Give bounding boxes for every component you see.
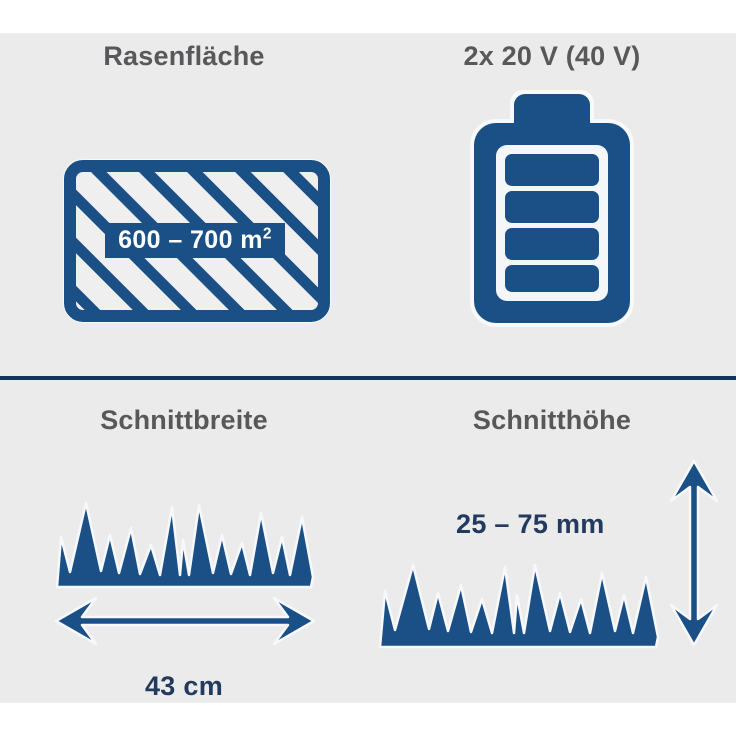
cutting-width-value: 43 cm	[144, 671, 224, 701]
section-divider	[0, 376, 736, 380]
lawn-area-graphic	[0, 33, 368, 368]
grass-icon	[55, 501, 315, 589]
lawn-area-value: 600 – 700 m2	[118, 225, 272, 254]
panel-cutting-height-title: Schnitthöhe	[472, 405, 632, 435]
battery-segment	[505, 265, 599, 292]
panel-cutting-width: Schnittbreite 43 cm	[0, 385, 368, 720]
panel-cutting-height: Schnitthöhe 25 – 75 mm	[368, 385, 736, 720]
battery-terminal-icon	[514, 94, 590, 136]
battery-segment	[505, 191, 599, 223]
lawn-area-value-band: 600 – 700 m2	[105, 223, 285, 258]
panel-cutting-width-title: Schnittbreite	[100, 405, 268, 435]
battery-graphic	[368, 33, 736, 368]
lawn-area-value-number: 600 – 700 m	[118, 226, 263, 254]
panel-battery-title: 2x 20 V (40 V)	[463, 41, 641, 71]
battery-halo	[470, 90, 634, 327]
battery-body-icon	[474, 123, 630, 323]
horizontal-double-arrow-icon	[54, 596, 316, 646]
battery-segments	[505, 154, 599, 292]
vertical-double-arrow-icon	[669, 459, 719, 647]
battery-segment	[505, 228, 599, 260]
panel-lawn-area-title: Rasenfläche	[103, 41, 265, 71]
grass-icon	[378, 563, 660, 649]
panel-lawn-area: Rasenfläche	[0, 33, 368, 368]
lawn-area-value-superscript: 2	[262, 225, 272, 243]
battery-segment	[505, 154, 599, 186]
panel-battery: 2x 20 V (40 V)	[368, 33, 736, 368]
battery-window	[496, 145, 608, 301]
cutting-height-value: 25 – 75 mm	[456, 509, 605, 539]
